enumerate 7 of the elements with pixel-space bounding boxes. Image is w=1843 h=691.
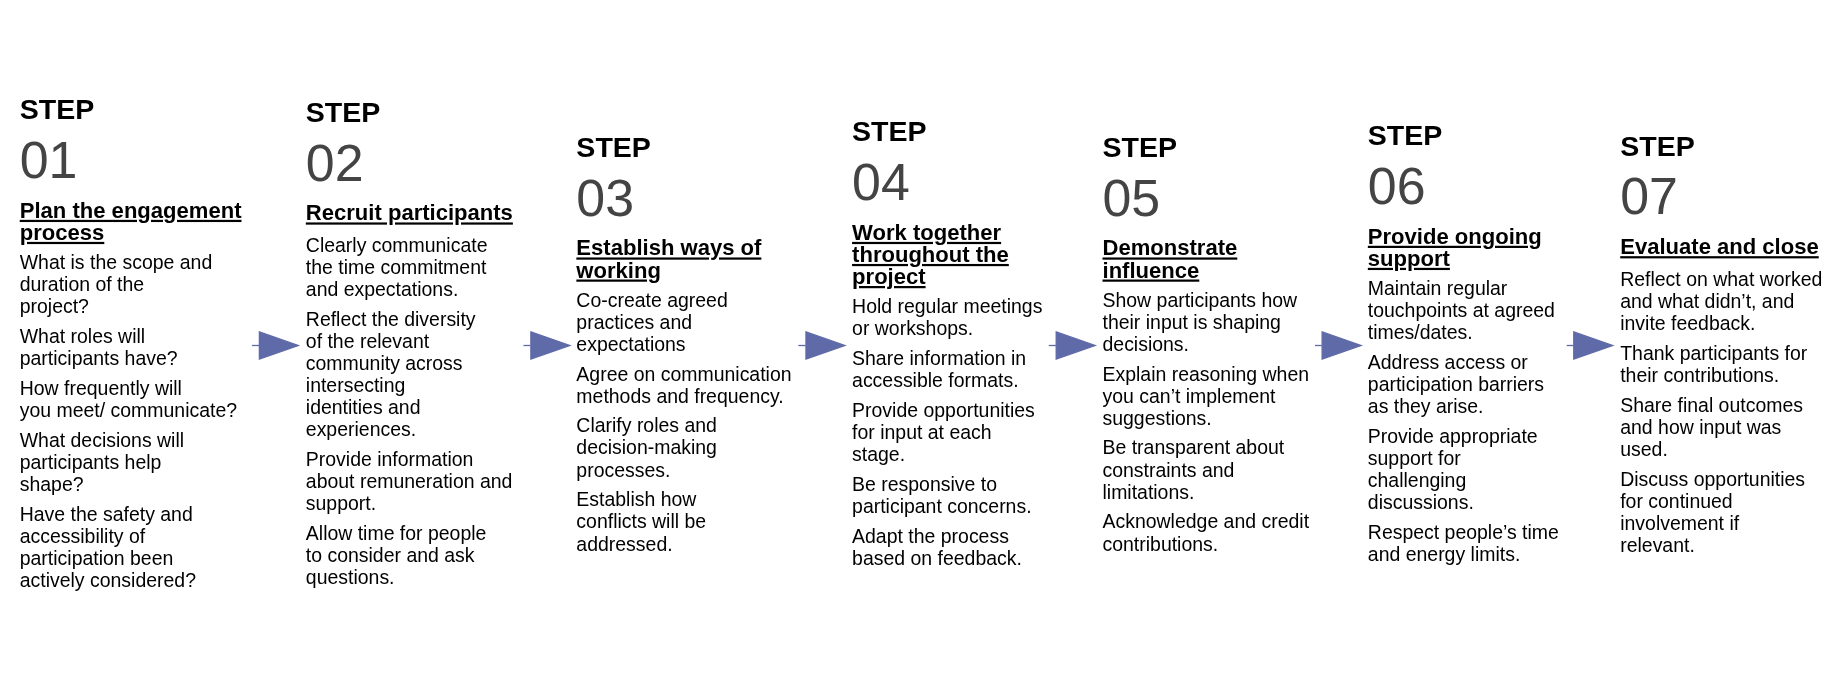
node-text: STEP 04 Work together throughout the project Hold regular meetings or workshops. Share information in accessible formats. Provide opportunities for input at each stage. Be responsive to participant concerns. Adapt the process based on feedback. — [852, 115, 1043, 569]
node-text: STEP 05 Demonstrate influence Show participants how their input is shaping decisions. Explain reasoning when you can’t implement suggestions. Be transparent about constraints and limitations. Acknowledge and credit contributions. — [1102, 130, 1310, 555]
node-text: STEP 02 Recruit participants Clearly communicate the time commitment and expectations. Reflect the diversity of the relevant community across intersecting identities and experiences. Provide information about remuneration and support. Allow time for people to consider and ask questions. — [305, 95, 513, 589]
node-text: STEP 03 Establish ways of working Co-create agreed practices and expectations Agree on communication methods and frequency. Clarify roles and decision-making processes. Establish how conflicts will be addressed. — [576, 130, 792, 555]
node-text: STEP 01 Plan the engagement process What is the scope and duration of the project? What roles will participants have? How frequently will you meet/ communicate? What decisions will participants help shape? Have the safety and accessibility of participation been actively considered? — [19, 93, 242, 591]
node-text: STEP 07 Evaluate and close Reflect on what worked and what didn’t, and invite feedback. Thank participants for their contributions. Share final outcomes and how input was used. Discuss opportunities for continued involvement if relevant. — [1620, 129, 1823, 556]
node-text: STEP 06 Provide ongoing support Maintain regular touchpoints at agreed times/dates. Address access or participation barriers as they arise. Provide appropriate support for challenging discussions. Respect people’s time and energy limits. — [1367, 119, 1559, 565]
